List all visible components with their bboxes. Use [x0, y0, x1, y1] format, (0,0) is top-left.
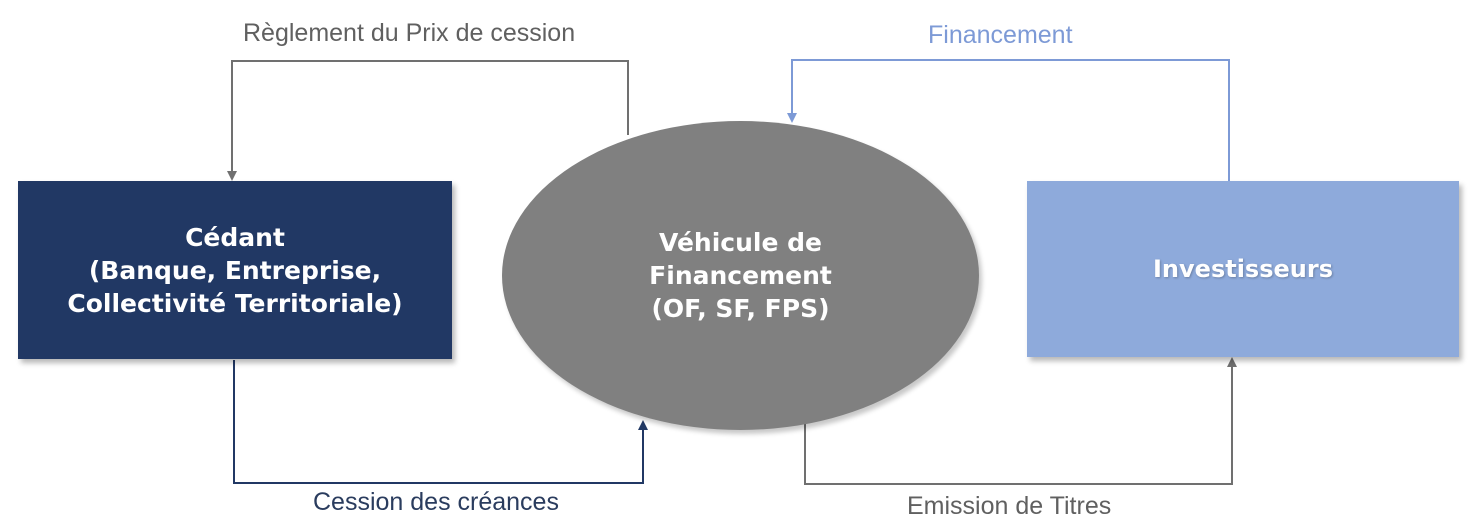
cedant-label: Cédant (Banque, Entreprise, Collectivité… — [67, 222, 403, 318]
reglement-arrow — [227, 60, 629, 181]
investisseurs-box: Investisseurs — [1027, 181, 1459, 357]
cedant-box: Cédant (Banque, Entreprise, Collectivité… — [18, 181, 452, 359]
investisseurs-label: Investisseurs — [1153, 255, 1333, 283]
vehicule-ellipse: Véhicule de Financement (OF, SF, FPS) — [502, 121, 979, 430]
cession-flow-label: Cession des créances — [313, 488, 559, 516]
cession-arrow — [233, 360, 648, 484]
vehicule-label: Véhicule de Financement (OF, SF, FPS) — [649, 228, 832, 323]
emission-flow-label: Emission de Titres — [907, 492, 1112, 520]
reglement-flow-label: Règlement du Prix de cession — [243, 19, 576, 47]
financement-arrow — [787, 59, 1230, 181]
financement-flow-label: Financement — [928, 21, 1073, 49]
emission-arrow — [804, 357, 1237, 485]
